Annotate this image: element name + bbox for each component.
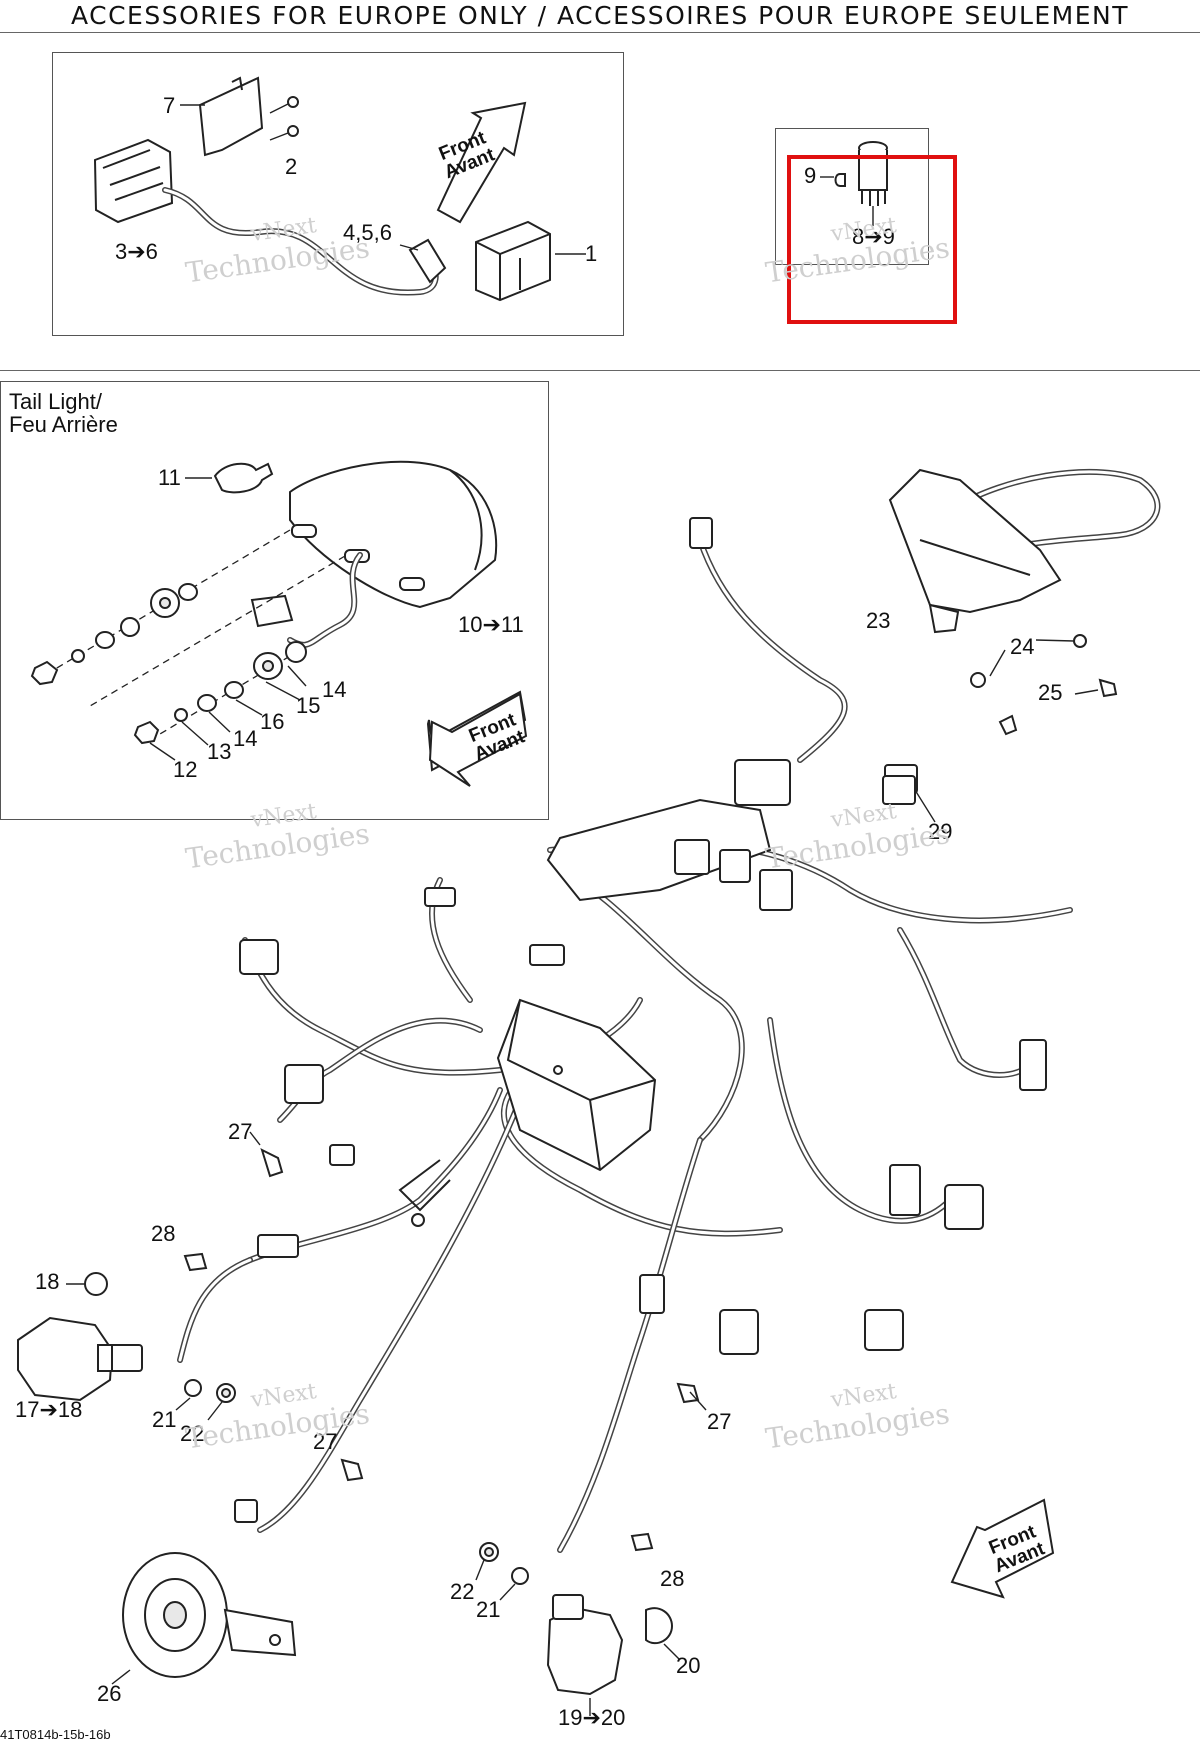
callout-7: 7 xyxy=(163,93,176,118)
callout-4-5-6: 4,5,6 xyxy=(343,220,392,245)
accessories-panel-right xyxy=(775,128,929,265)
clip-27-a xyxy=(260,1148,284,1178)
callout-21-b: 21 xyxy=(476,1597,501,1622)
callout-14-a: 14 xyxy=(322,677,347,702)
callout-10-11: 10➔11 xyxy=(458,612,524,637)
callout-16: 16 xyxy=(260,709,285,734)
horn-26 xyxy=(111,1552,297,1685)
callout-14-b: 14 xyxy=(233,726,258,751)
callout-23: 23 xyxy=(866,608,891,633)
callout-22-b: 22 xyxy=(450,1579,475,1604)
fitting-28-a xyxy=(183,1252,208,1272)
callout-22-a: 22 xyxy=(180,1421,205,1446)
callout-27-b: 27 xyxy=(707,1409,732,1434)
tail-light-title: Tail Light/ Feu Arrière xyxy=(9,390,118,436)
rear-handle-light xyxy=(888,468,1161,736)
front-arrow-top xyxy=(436,101,527,224)
callout-8-9: 8➔9 xyxy=(852,224,895,249)
callout-28-a: 28 xyxy=(151,1221,176,1246)
callout-13: 13 xyxy=(207,739,232,764)
callout-25: 25 xyxy=(1038,680,1063,705)
accessory-switch-group xyxy=(93,76,586,302)
clip-27-c xyxy=(340,1458,364,1482)
drawing-code: 41T0814b-15b-16b xyxy=(0,1727,111,1742)
section-divider xyxy=(0,370,1200,371)
callout-19-20: 19➔20 xyxy=(558,1705,626,1730)
callout-21-a: 21 xyxy=(152,1407,177,1432)
wiring-harness xyxy=(177,517,1073,1553)
tail-light-group xyxy=(30,460,498,761)
callout-20: 20 xyxy=(676,1653,701,1678)
callout-17-18: 17➔18 xyxy=(15,1397,83,1422)
callout-2: 2 xyxy=(285,154,298,179)
callout-11: 11 xyxy=(158,465,181,490)
tail-light-title-fr: Feu Arrière xyxy=(9,412,118,437)
tail-light-panel xyxy=(0,381,549,820)
front-arrow-middle xyxy=(426,690,528,787)
callout-24: 24 xyxy=(1010,634,1035,659)
switch-lamp-group xyxy=(820,141,888,226)
fitting-28-b xyxy=(630,1532,654,1552)
callout-27-c: 27 xyxy=(313,1429,338,1454)
front-arrow-bottom xyxy=(950,1498,1055,1599)
callout-26: 26 xyxy=(97,1681,122,1706)
callout-12: 12 xyxy=(173,757,198,782)
header-rule xyxy=(0,32,1200,33)
page-title: ACCESSORIES FOR EUROPE ONLY / ACCESSOIRE… xyxy=(70,1,1130,30)
highlight-box xyxy=(787,155,957,324)
callout-9: 9 xyxy=(804,163,817,188)
callout-28-b: 28 xyxy=(660,1566,685,1591)
front-marker-lamp-19 xyxy=(475,1542,681,1716)
callout-1: 1 xyxy=(585,241,598,266)
callout-3-6: 3➔6 xyxy=(115,239,158,264)
front-marker-lamp-17 xyxy=(17,1272,236,1421)
accessories-panel-left xyxy=(52,52,624,336)
callout-27-a: 27 xyxy=(228,1119,253,1144)
callout-29: 29 xyxy=(928,819,953,844)
callout-15: 15 xyxy=(296,693,321,718)
clip-27-b xyxy=(676,1382,700,1404)
tail-light-title-en: Tail Light/ xyxy=(9,389,102,414)
callout-18: 18 xyxy=(35,1269,60,1294)
